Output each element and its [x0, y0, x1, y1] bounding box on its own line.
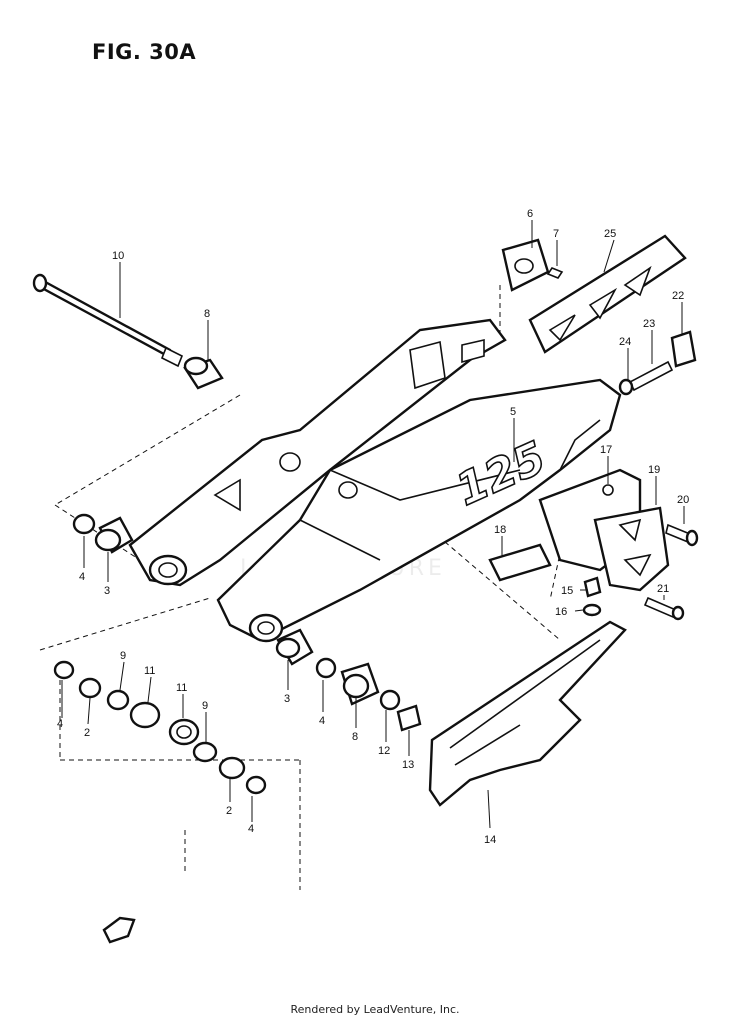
callout-12: 12 — [378, 745, 390, 757]
callout-11: 11 — [176, 682, 187, 694]
front-direction-icon — [102, 916, 136, 944]
callout-19: 19 — [648, 464, 660, 476]
callout-2: 2 — [84, 727, 90, 739]
collar-upper — [183, 356, 224, 390]
callout-11: 11 — [144, 665, 155, 677]
cover-plate — [501, 238, 564, 292]
swingarm-decal — [528, 234, 687, 354]
callout-15: 15 — [561, 585, 573, 597]
pivot-shaft — [32, 273, 184, 368]
chain-guard — [538, 468, 670, 592]
guard-bolt-lower — [643, 596, 685, 621]
callout-2: 2 — [226, 805, 232, 817]
callout-20: 20 — [677, 494, 689, 506]
callout-4: 4 — [319, 715, 325, 727]
bearing-stack-right — [275, 628, 422, 732]
swingarm-body: 125 — [128, 318, 622, 643]
callout-labels: 10 8 6 7 25 22 23 24 5 17 19 20 18 15 16… — [57, 208, 689, 846]
callout-4: 4 — [57, 718, 63, 730]
callout-7: 7 — [553, 228, 559, 240]
callout-8: 8 — [352, 731, 358, 743]
callout-21: 21 — [657, 583, 669, 595]
bearing-stack-lower-left — [53, 660, 267, 795]
callout-5: 5 — [510, 406, 516, 418]
leader-lines — [61, 220, 685, 829]
callout-25: 25 — [604, 228, 616, 240]
callout-18: 18 — [494, 524, 506, 536]
callout-6: 6 — [527, 208, 533, 220]
callout-14: 14 — [484, 834, 496, 846]
callout-10: 10 — [112, 250, 124, 262]
footer-credit: Rendered by LeadVenture, Inc. — [290, 1003, 460, 1016]
callout-3: 3 — [284, 693, 290, 705]
callout-4: 4 — [79, 571, 85, 583]
callout-4: 4 — [248, 823, 254, 835]
bearing-stack-upper-left — [72, 513, 134, 554]
callout-9: 9 — [202, 700, 208, 712]
callout-3: 3 — [104, 585, 110, 597]
chain-guide-small — [488, 543, 602, 617]
adjuster-bolt — [618, 330, 697, 396]
chain-slider — [428, 620, 627, 807]
callout-23: 23 — [643, 318, 655, 330]
callout-24: 24 — [619, 336, 631, 348]
callout-16: 16 — [555, 606, 567, 618]
callout-17: 17 — [600, 444, 612, 456]
figure-title: FIG. 30A — [92, 40, 197, 64]
callout-8: 8 — [204, 308, 210, 320]
callout-9: 9 — [120, 650, 126, 662]
callout-22: 22 — [672, 290, 684, 302]
guard-bolt-upper — [665, 523, 699, 547]
callout-13: 13 — [402, 759, 414, 771]
